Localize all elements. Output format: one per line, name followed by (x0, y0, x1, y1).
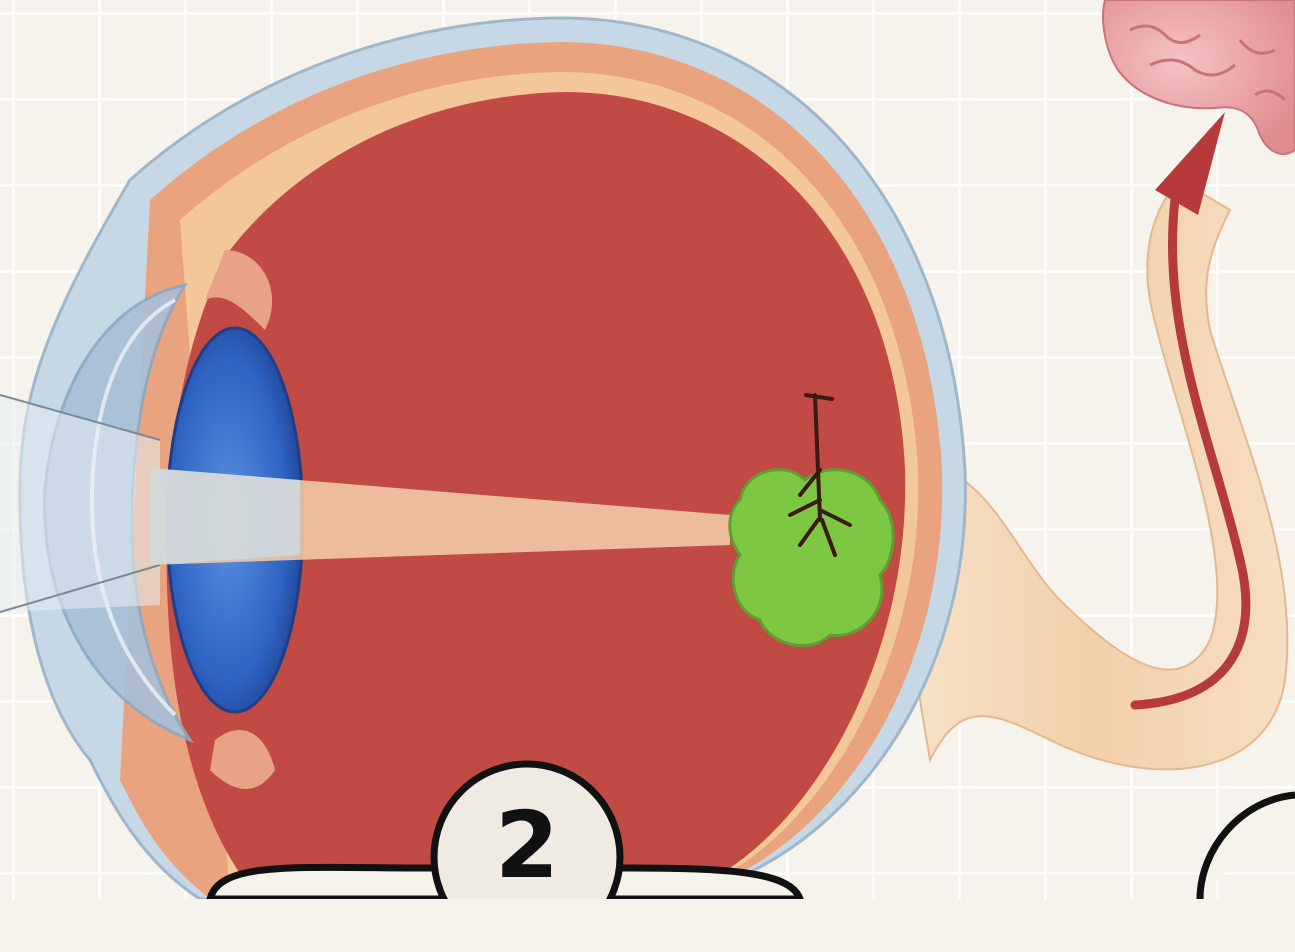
callout-bubble-right (1200, 795, 1295, 899)
brain (1103, 0, 1295, 154)
eye-diagram (0, 0, 1295, 899)
step-badge: 2 (432, 762, 622, 952)
